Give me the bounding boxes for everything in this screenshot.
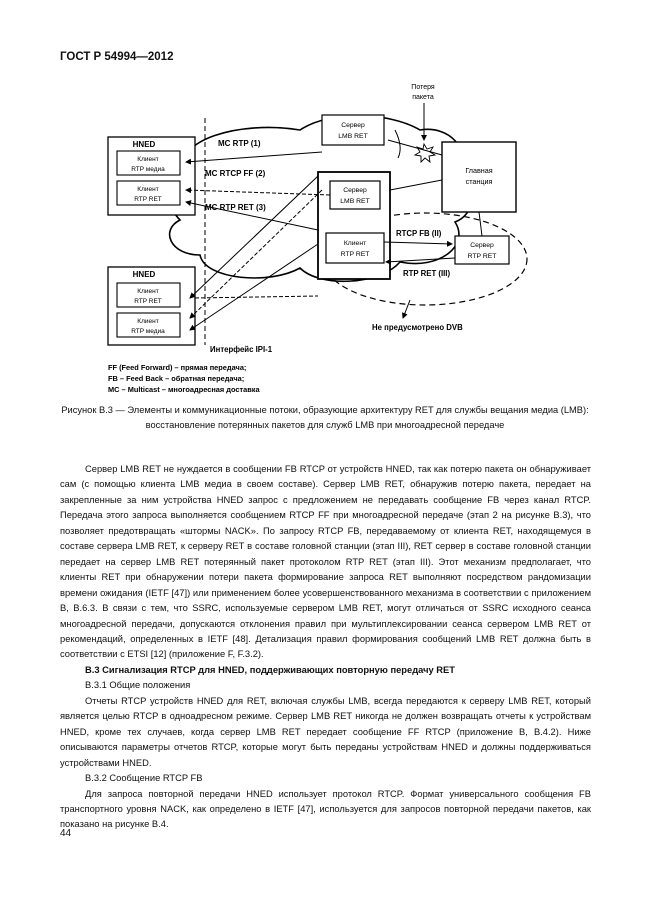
subsection-heading: В.3.1 Общие положения (85, 680, 191, 691)
svg-text:RTP RET: RTP RET (134, 298, 162, 305)
svg-text:Не предусмотрено DVB: Не предусмотрено DVB (372, 323, 463, 332)
svg-text:MC RTCP FF (2): MC RTCP FF (2) (205, 169, 266, 178)
svg-text:RTP RET: RTP RET (468, 253, 497, 260)
svg-text:Интерфейс IPI-1: Интерфейс IPI-1 (210, 345, 273, 354)
svg-text:MC – Multicast – многоадресная: MC – Multicast – многоадресная доставка (108, 385, 260, 394)
svg-text:Клиент: Клиент (137, 156, 158, 163)
page-number: 44 (60, 828, 72, 839)
figure-caption: Рисунок В.3 — Элементы и коммуникационны… (61, 405, 589, 430)
svg-text:FF (Feed Forward) – прямая пер: FF (Feed Forward) – прямая передача; (108, 363, 246, 372)
paragraph: Отчеты RTCP устройств HNED для RET, вклю… (60, 695, 591, 768)
client-rtp-ret-mid (325, 232, 385, 264)
svg-text:станция: станция (466, 177, 493, 186)
svg-text:Потеря: Потеря (411, 84, 435, 91)
svg-text:Сервер: Сервер (341, 122, 365, 129)
hned-top-client-ret (116, 180, 181, 206)
document-header: ГОСТ Р 54994—2012 (60, 51, 174, 63)
hned-bottom-client-media (116, 312, 181, 338)
svg-text:RTP медиа: RTP медиа (131, 328, 165, 335)
hned-bottom-title: HNED (133, 270, 156, 279)
hned-top-title: HNED (133, 140, 156, 149)
svg-text:MC RTP (1): MC RTP (1) (218, 139, 261, 148)
paragraph: Для запроса повторной передачи HNED испо… (60, 788, 591, 830)
svg-text:RTP RET: RTP RET (134, 196, 162, 203)
svg-text:RTP медиа: RTP медиа (131, 166, 165, 173)
paragraph: Сервер LMB RET не нуждается в сообщении … (60, 464, 591, 660)
svg-text:Сервер: Сервер (470, 242, 494, 249)
svg-text:Сервер: Сервер (343, 187, 367, 194)
architecture-diagram: HNED Клиент RTP медиа Клиент RTP RET HNE… (107, 84, 528, 394)
svg-text:LMB RET: LMB RET (338, 133, 367, 140)
hned-top-client-media (116, 150, 181, 176)
svg-text:FB – Feed Back – обратная пере: FB – Feed Back – обратная передача; (108, 374, 244, 383)
svg-text:пакета: пакета (412, 94, 434, 101)
svg-text:Клиент: Клиент (137, 186, 158, 193)
subsection-heading: В.3.2 Сообщение RTCP FB (85, 773, 203, 784)
svg-text:MC RTP RET (3): MC RTP RET (3) (205, 203, 266, 212)
svg-text:Клиент: Клиент (137, 288, 158, 295)
svg-text:RTP RET (III): RTP RET (III) (403, 269, 450, 278)
server-lmb-ret-top (321, 114, 385, 146)
packet-loss-star (413, 142, 437, 164)
svg-text:Клиент: Клиент (344, 240, 366, 247)
svg-text:RTP RET: RTP RET (341, 251, 370, 258)
svg-text:LMB RET: LMB RET (340, 198, 369, 205)
svg-text:Клиент: Клиент (137, 318, 158, 325)
svg-text:RTCP FB (II): RTCP FB (II) (396, 229, 442, 238)
svg-text:Главная: Главная (465, 166, 492, 175)
body-text: Сервер LMB RET не нуждается в сообщении … (60, 462, 591, 833)
section-heading: В.3 Сигнализация RTCP для HNED, поддержи… (85, 664, 455, 675)
hned-bottom-client-ret (116, 282, 181, 308)
head-station-box (441, 141, 517, 213)
server-lmb-ret-mid (329, 180, 381, 210)
